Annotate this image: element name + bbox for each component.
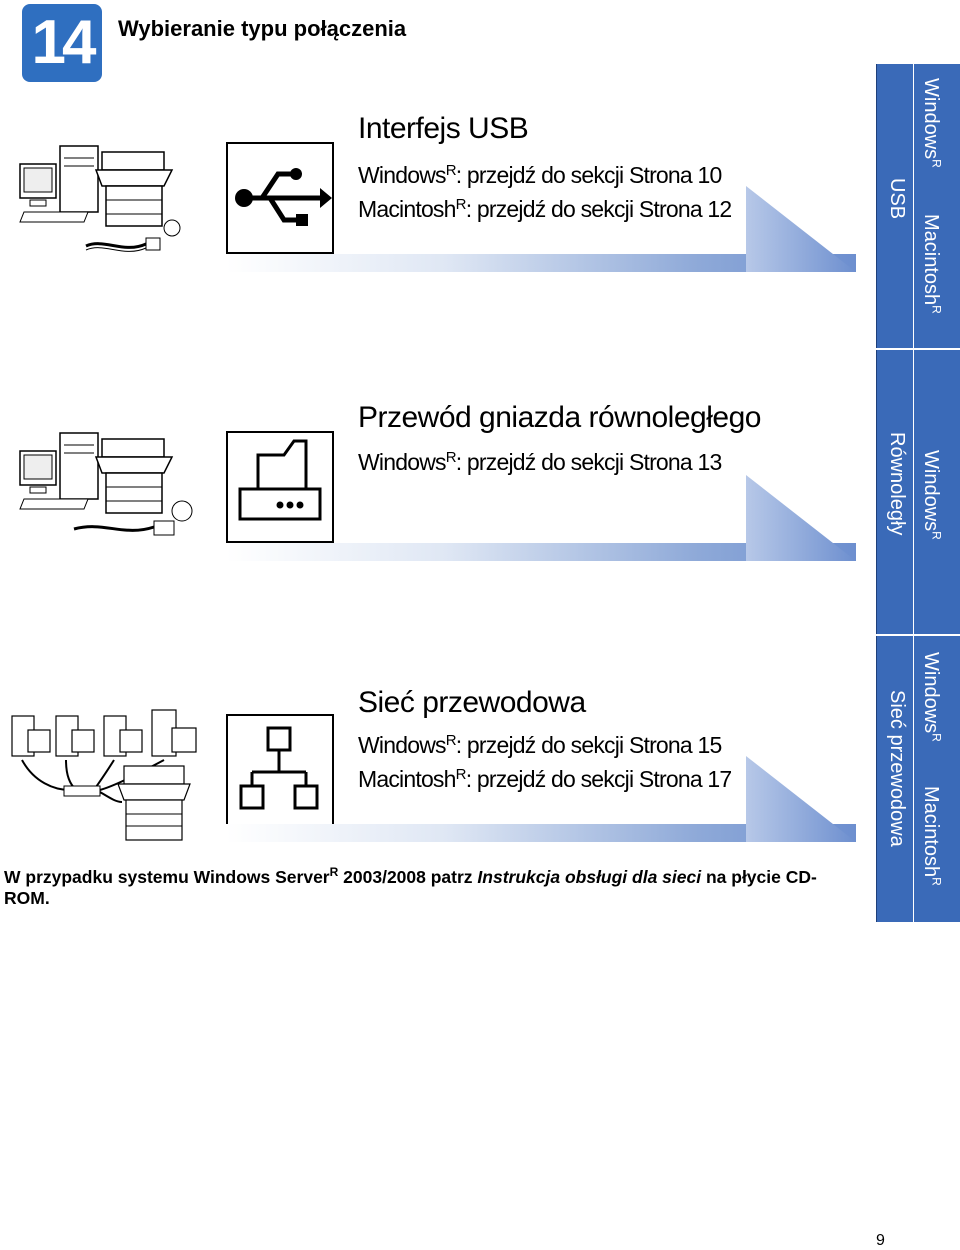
parallel-connection-illustration: [19, 432, 193, 536]
section-title: Sieć przewodowa: [358, 686, 586, 719]
section-band: [226, 824, 856, 842]
step-number-badge: 14: [22, 4, 102, 82]
section-line-macintosh: MacintoshR: przejdź do sekcji Strona 12: [358, 196, 732, 222]
parallel-printer-icon: [226, 431, 334, 543]
section-band: [226, 543, 856, 561]
band-arrow: [746, 756, 856, 842]
section-title: Przewód gniazda równoległego: [358, 401, 761, 434]
section-band: [226, 254, 856, 272]
usb-icon: [226, 142, 334, 254]
section-line-windows: WindowsR: przejdź do sekcji Strona 15: [358, 732, 722, 758]
sidebar-os-windows: WindowsR: [920, 652, 944, 742]
sidebar-label-network: Sieć przewodowa: [886, 690, 908, 847]
parallel-section: Przewód gniazda równoległego WindowsR: p…: [0, 385, 870, 585]
step-title: Wybieranie typu połączenia: [118, 16, 407, 41]
network-footnote: W przypadku systemu Windows ServerR 2003…: [4, 865, 817, 908]
sidebar-os-macintosh: MacintoshR: [920, 786, 944, 886]
section-line-windows: WindowsR: przejdź do sekcji Strona 10: [358, 162, 722, 188]
sidebar-tab-parallel: Równoległy WindowsR: [876, 350, 960, 634]
sidebar-tab-network: Sieć przewodowa WindowsR MacintoshR: [876, 636, 960, 922]
sidebar-os-windows: WindowsR: [920, 450, 944, 540]
band-arrow: [746, 186, 856, 272]
network-connection-illustration: [11, 709, 197, 841]
page-number: 9: [876, 1232, 885, 1249]
sidebar-os-windows: WindowsR: [920, 78, 944, 168]
section-title: Interfejs USB: [358, 112, 529, 145]
section-line-windows: WindowsR: przejdź do sekcji Strona 13: [358, 449, 722, 475]
sidebar-os-macintosh: MacintoshR: [920, 214, 944, 314]
usb-connection-illustration: [19, 145, 181, 252]
sidebar-tab-usb: USB WindowsR MacintoshR: [876, 64, 960, 348]
network-icon: [226, 714, 334, 826]
sidebar-label-parallel: Równoległy: [886, 432, 908, 536]
section-line-macintosh: MacintoshR: przejdź do sekcji Strona 17: [358, 766, 732, 792]
usb-section: Interfejs USB WindowsR: przejdź do sekcj…: [0, 90, 870, 290]
sidebar-label-usb: USB: [886, 178, 908, 220]
band-arrow: [746, 475, 856, 561]
connection-sidebar: USB WindowsR MacintoshR Równoległy Windo…: [876, 64, 960, 922]
network-section: Sieć przewodowa WindowsR: przejdź do sek…: [0, 670, 870, 860]
